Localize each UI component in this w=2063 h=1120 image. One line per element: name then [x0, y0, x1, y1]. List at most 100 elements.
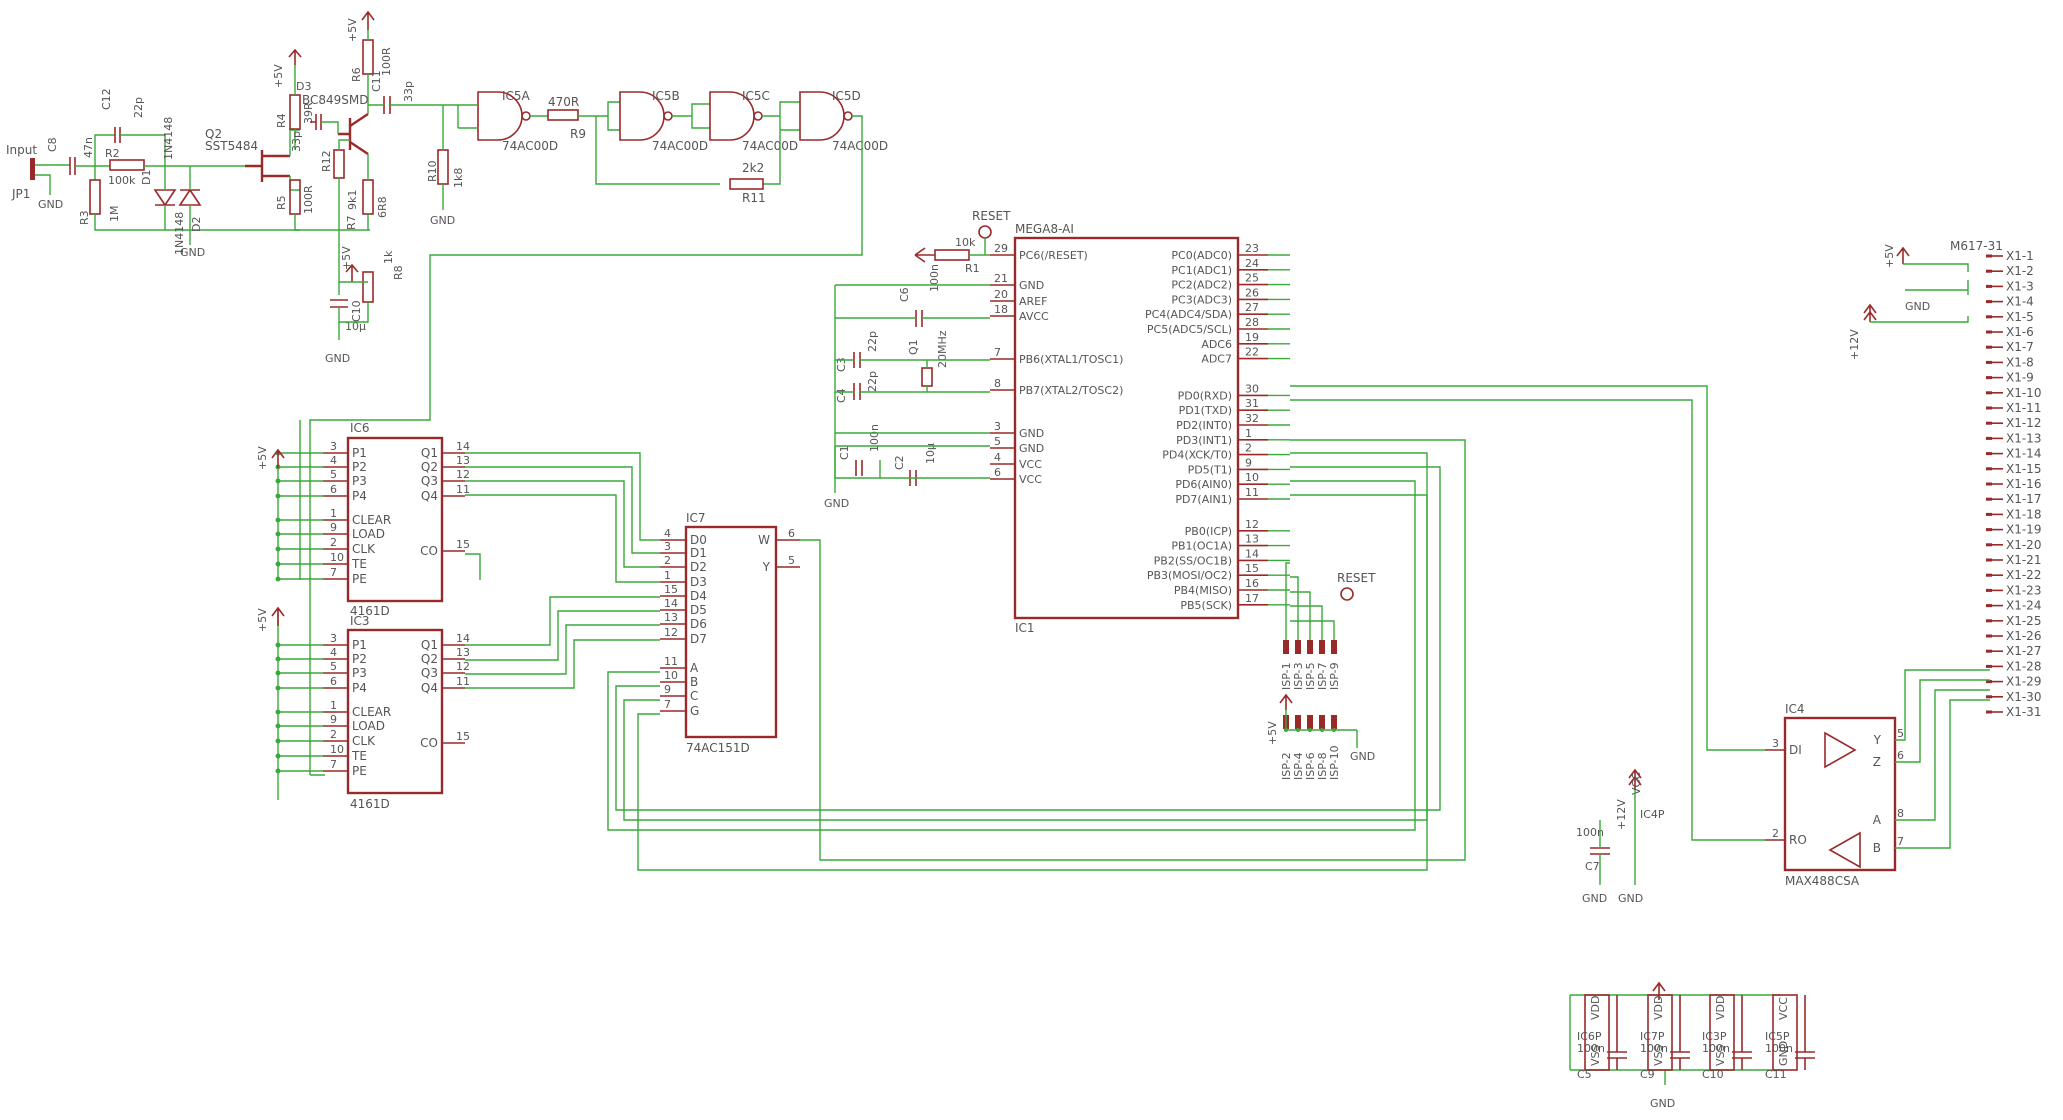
ic7-pin-name: D5	[690, 603, 707, 617]
c8-label: C8	[46, 137, 59, 152]
ic1-pin-name: PB4(MISO)	[1174, 584, 1232, 597]
ic1-pin-num: 16	[1245, 577, 1259, 590]
ic1-pin-num: 15	[1245, 562, 1259, 575]
ic5c-type: 74AC00D	[742, 139, 798, 153]
d3-label: D3	[296, 80, 311, 93]
isp-wire	[1290, 576, 1299, 640]
x1-pin-mark	[1986, 330, 1992, 334]
ic3-pins-pin-num: 13	[456, 646, 470, 659]
r6-label: R6	[350, 67, 363, 82]
vcc-ic4p: VCC	[1630, 772, 1643, 795]
isp-wire	[1290, 620, 1335, 640]
ic1-pin-num: 31	[1245, 397, 1259, 410]
ic3-pins-pin-name: PE	[352, 764, 367, 778]
r2-label: R2	[105, 147, 120, 160]
x1-pin-mark	[1986, 512, 1992, 516]
x1-pin-label: X1-29	[2006, 675, 2041, 689]
ic1-pin-num: 27	[1245, 301, 1259, 314]
gnd-c10-label: GND	[325, 352, 350, 365]
ic6-pins-pin-name: Q4	[421, 489, 438, 503]
ic6-pins-pin-name: TE	[351, 557, 367, 571]
c1-label: C1	[838, 445, 851, 460]
x1-pin-mark	[1986, 604, 1992, 608]
x1-pin-mark	[1986, 345, 1992, 349]
isp-top-label: ISP-9	[1328, 662, 1341, 690]
ic3-pins-pin-name: TE	[351, 749, 367, 763]
ic3-pins-pin-name: Q3	[421, 666, 438, 680]
decoup-cap	[1732, 995, 1752, 1070]
ic3-pins-pin-name: Q4	[421, 681, 438, 695]
c10-value: 10µ	[345, 320, 366, 333]
x1-pin-label: X1-19	[2006, 523, 2041, 537]
ic1-pin-num: 26	[1245, 286, 1259, 299]
ic3-pins-pin-num: 5	[330, 660, 337, 673]
ic5a-type: 74AC00D	[502, 139, 558, 153]
ic3-pins-pin-name: P3	[352, 666, 367, 680]
ic4-pin-name: Z	[1873, 755, 1881, 769]
r1-value: 10k	[955, 236, 976, 249]
q2-label: Q2	[205, 127, 222, 141]
ic1-pin-num: 5	[994, 435, 1001, 448]
xtal-value: 20MHz	[936, 330, 949, 368]
ic3-pins-pin-name: CLK	[352, 734, 376, 748]
ic6-pins-pin-num: 13	[456, 454, 470, 467]
r6-value: 100R	[380, 47, 393, 76]
r11-value: 2k2	[742, 161, 764, 175]
ic1-pin-name: PB1(OC1A)	[1171, 540, 1232, 553]
x1-pin-label: X1-27	[2006, 644, 2041, 658]
ic3-pins-pin-name: P4	[352, 681, 367, 695]
gnd-c7-label: GND	[1582, 892, 1607, 905]
r3-label: R3	[78, 210, 91, 225]
x1-pin-mark	[1986, 680, 1992, 684]
ic3-pins-pin-name: CO	[420, 736, 438, 750]
analog-front-end: Input JP1 GND C8 47n C12 22p R2 100k R3 …	[6, 10, 465, 365]
x1-pin-label: X1-24	[2006, 599, 2041, 613]
x1-pin-mark	[1986, 664, 1992, 668]
c4-label: C4	[835, 388, 848, 403]
x1-pin-mark	[1986, 467, 1992, 471]
c2-value: 10µ	[924, 443, 937, 464]
ic1-label: IC1	[1015, 621, 1035, 635]
x1-pin-label: X1-26	[2006, 629, 2041, 643]
c3-label: C3	[835, 357, 848, 372]
gnd-x1-label: GND	[1905, 300, 1930, 313]
p5v-x1-label: +5V	[1883, 244, 1896, 268]
mcu-label: MEGA8-AI	[1015, 222, 1074, 236]
ic1-pin-name: PB0(ICP)	[1185, 525, 1232, 538]
x1-pin-label: X1-25	[2006, 614, 2041, 628]
decoup-cap-value: 100n	[1702, 1042, 1730, 1055]
ic6-pins-pin-name: P1	[352, 446, 367, 460]
r4-value: 39R	[302, 102, 315, 124]
ic1-pin-name: PC4(ADC4/SDA)	[1145, 308, 1232, 321]
d2-label: D2	[190, 217, 203, 232]
decoup-chip-label: IC5P	[1765, 1030, 1790, 1043]
decoup-ground: GND	[1777, 1041, 1790, 1066]
c6-label: C6	[898, 287, 911, 302]
ic1-body	[1013, 236, 1240, 620]
isp-top-label: ISP-7	[1316, 662, 1329, 690]
ic5d-type: 74AC00D	[832, 139, 888, 153]
isp-top-label: ISP-5	[1304, 662, 1317, 690]
isp-top-label: ISP-1	[1280, 662, 1293, 690]
decoup-cap-value: 100n	[1765, 1042, 1793, 1055]
x1-pin-mark	[1986, 573, 1992, 577]
r10-label: R10	[426, 160, 439, 182]
isp-top-pin	[1307, 640, 1313, 654]
ic1-pin-name: PD4(XCK/T0)	[1162, 449, 1232, 462]
x1-pin-mark	[1986, 284, 1992, 288]
ic7-pin-name: D6	[690, 617, 707, 631]
ic4-pin-num: 2	[1772, 827, 1779, 840]
x1-pin-mark	[1986, 695, 1992, 699]
c12-label: C12	[100, 88, 113, 110]
r12-label: R12	[320, 150, 333, 172]
ic6-pins-pin-num: 10	[330, 551, 344, 564]
ic7-pin-num: 14	[664, 597, 678, 610]
c2-label: C2	[893, 455, 906, 470]
x1-pin-label: X1-3	[2006, 279, 2034, 293]
ic7-pin-name: A	[690, 661, 699, 675]
x1-pin-mark	[1986, 452, 1992, 456]
decoup-ground: VSS	[1589, 1044, 1602, 1066]
x1-pin-label: X1-30	[2006, 690, 2041, 704]
